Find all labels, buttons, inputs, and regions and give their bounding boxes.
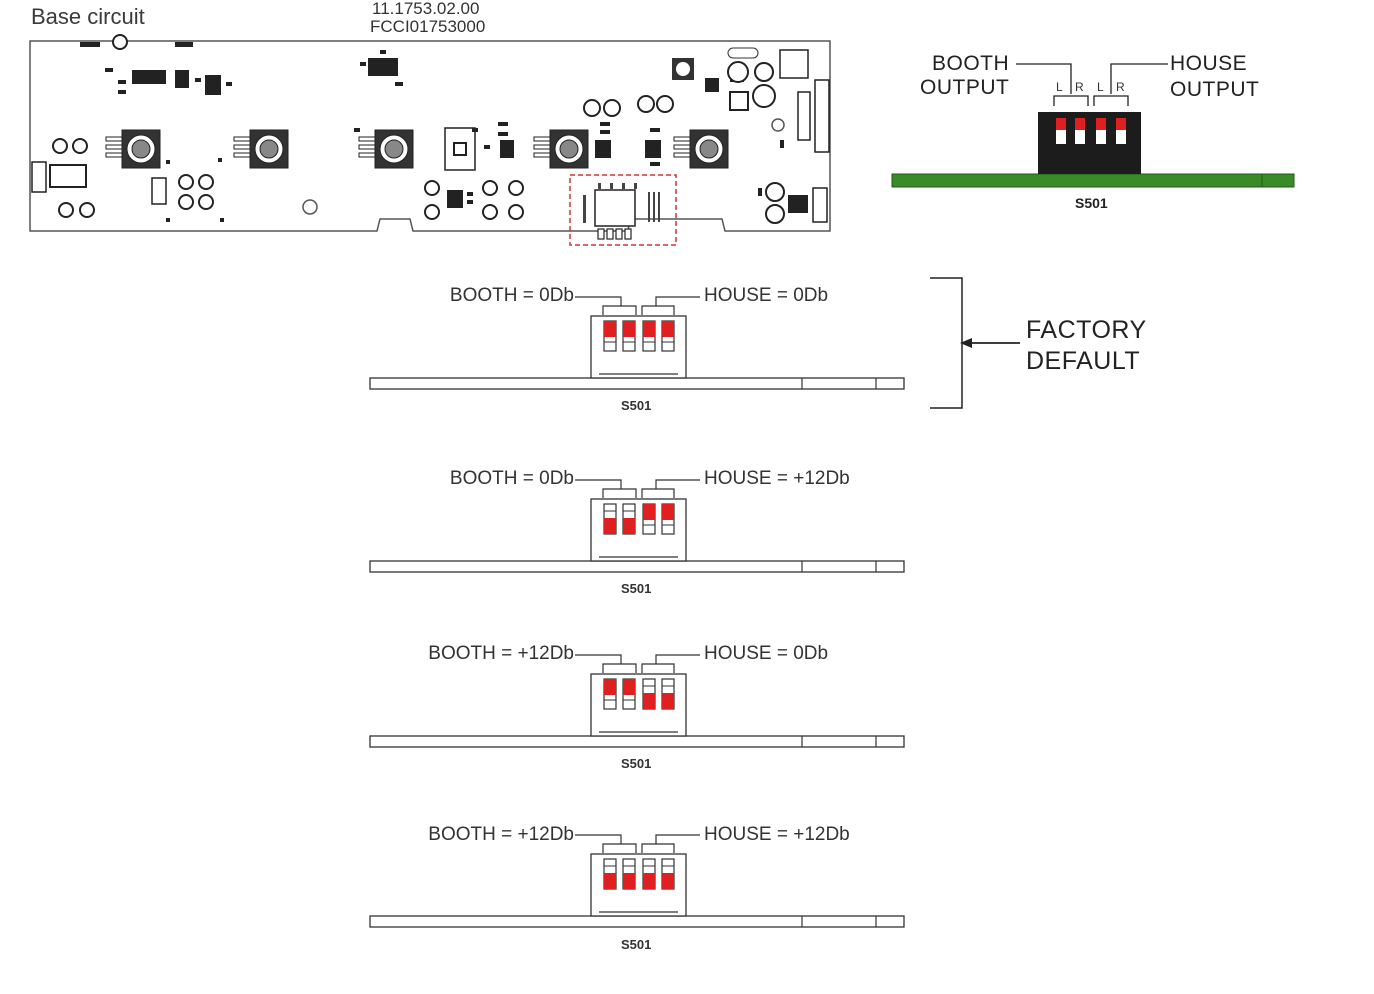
part-code: FCCI01753000	[370, 17, 486, 36]
dip-switch-slider	[662, 873, 674, 889]
page-title: Base circuit	[31, 4, 145, 29]
potentiometer-icon	[673, 129, 729, 169]
part-number: 11.1753.02.00	[372, 0, 480, 18]
dip-switch-slider	[643, 504, 655, 520]
s501-label: S501	[621, 756, 652, 771]
booth-setting-label: BOOTH = 0Db	[449, 468, 574, 489]
s501-label: S501	[1075, 195, 1108, 211]
factory-default-label-2: DEFAULT	[1026, 347, 1141, 375]
factory-default-bracket	[930, 277, 963, 409]
dip-switch-slider	[643, 693, 655, 709]
right-channel-label: R	[1116, 80, 1125, 94]
dip-switch-slider	[643, 321, 655, 337]
dip-switch-slider	[662, 693, 674, 709]
booth-output-label-2: OUTPUT	[920, 76, 1010, 99]
dip-switch-slider	[662, 504, 674, 520]
pcb-strip	[369, 560, 905, 573]
house-output-label-1: HOUSE	[1170, 52, 1248, 75]
pcb-strip	[369, 735, 905, 748]
right-channel-label: R	[1075, 80, 1084, 94]
dip-switch-slider	[623, 321, 635, 337]
potentiometer-icon	[105, 129, 161, 169]
booth-output-label-1: BOOTH	[932, 52, 1010, 75]
booth-setting-label: BOOTH = 0Db	[449, 285, 574, 306]
house-setting-label: HOUSE = +12Db	[704, 824, 850, 845]
left-channel-label: L	[1056, 80, 1063, 94]
booth-setting-label: BOOTH = +12Db	[428, 643, 574, 664]
s501-label: S501	[621, 398, 652, 413]
house-setting-label: HOUSE = 0Db	[704, 643, 829, 664]
dip-switch-slider	[604, 679, 616, 695]
house-setting-label: HOUSE = +12Db	[704, 468, 850, 489]
pcb-strip	[369, 377, 905, 390]
pcb-edge	[891, 173, 1295, 188]
booth-setting-label: BOOTH = +12Db	[428, 824, 574, 845]
dip-switch-slider	[604, 518, 616, 534]
pcb-strip	[369, 915, 905, 928]
dip-switch-slider	[604, 873, 616, 889]
dip-switch-slider	[623, 518, 635, 534]
dip-switch-slider	[604, 321, 616, 337]
house-setting-label: HOUSE = 0Db	[704, 285, 829, 306]
potentiometer-icon	[358, 129, 414, 169]
mounting-hole-icon	[302, 199, 318, 215]
house-output-label-2: OUTPUT	[1170, 78, 1260, 101]
s501-highlight-box	[569, 174, 677, 246]
dip-switch-slider	[623, 873, 635, 889]
potentiometer-icon	[233, 129, 289, 169]
dip-switch-slider	[623, 679, 635, 695]
dip-switch-slider	[662, 321, 674, 337]
s501-label: S501	[621, 581, 652, 596]
s501-label: S501	[621, 937, 652, 952]
dip-switch-slider	[643, 873, 655, 889]
left-channel-label: L	[1097, 80, 1104, 94]
potentiometer-icon	[533, 129, 589, 169]
factory-default-label-1: FACTORY	[1026, 316, 1147, 344]
